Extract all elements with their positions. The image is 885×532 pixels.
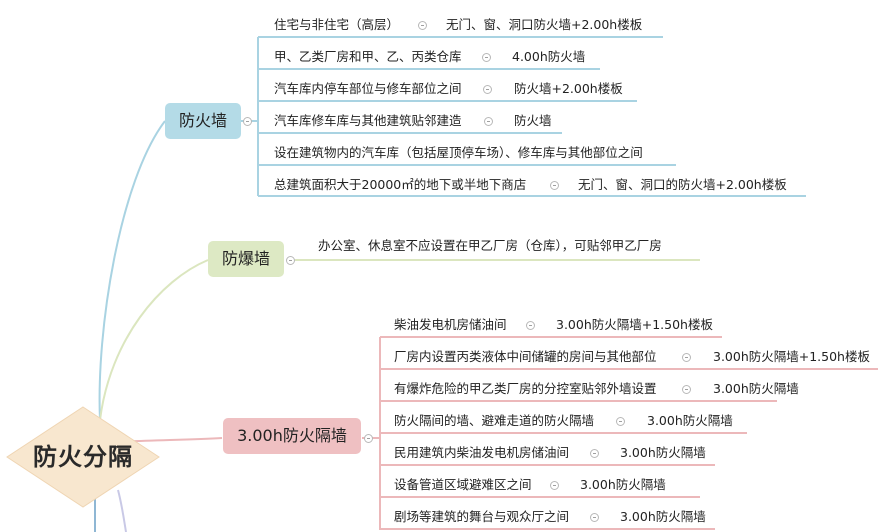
branch-firewall[interactable]: 防火墙 xyxy=(165,103,241,139)
collapse-toggle-partition-item-4[interactable] xyxy=(616,417,625,426)
collapse-toggle-firewall-item-2[interactable] xyxy=(482,53,491,62)
branch-3h-fire-partition-label: 3.00h防火隔墙 xyxy=(237,426,347,445)
collapse-toggle-partition-item-5[interactable] xyxy=(590,449,599,458)
branch-blast-wall[interactable]: 防爆墙 xyxy=(208,241,284,277)
firewall-item-6[interactable]: 总建筑面积大于20000㎡的地下或半地下商店 xyxy=(274,177,527,192)
branch-3h-fire-partition[interactable]: 3.00h防火隔墙 xyxy=(223,418,361,454)
partition-item-5-value[interactable]: 3.00h防火隔墙 xyxy=(620,445,706,460)
collapse-toggle-partition-item-6[interactable] xyxy=(550,481,559,490)
firewall-item-2[interactable]: 甲、乙类厂房和甲、乙、丙类仓库 xyxy=(274,49,462,64)
firewall-item-5[interactable]: 设在建筑物内的汽车库（包括屋顶停车场）、修车库与其他部位之间 xyxy=(274,145,643,160)
partition-item-1-value[interactable]: 3.00h防火隔墙+1.50h楼板 xyxy=(556,317,713,332)
collapse-toggle-partition-item-3[interactable] xyxy=(682,385,691,394)
branch-blast-wall-label: 防爆墙 xyxy=(221,249,270,268)
partition-item-2[interactable]: 厂房内设置丙类液体中间储罐的房间与其他部位 xyxy=(394,349,657,364)
branch-firewall-label: 防火墙 xyxy=(178,111,227,130)
partition-item-2-value[interactable]: 3.00h防火隔墙+1.50h楼板 xyxy=(713,349,870,364)
collapse-toggle-3h-partition[interactable] xyxy=(364,434,373,443)
partition-item-7[interactable]: 剧场等建筑的舞台与观众厅之间 xyxy=(394,509,570,524)
root-node[interactable]: 防火分隔 xyxy=(5,405,161,509)
firewall-item-1[interactable]: 住宅与非住宅（高层） xyxy=(274,17,400,32)
firewall-item-3-value[interactable]: 防火墙+2.00h楼板 xyxy=(514,81,623,96)
collapse-toggle-blast-wall[interactable] xyxy=(286,256,295,265)
firewall-item-6-value[interactable]: 无门、窗、洞口的防火墙+2.00h楼板 xyxy=(578,177,787,192)
collapse-toggle-partition-item-7[interactable] xyxy=(590,513,599,522)
partition-item-4[interactable]: 防火隔间的墙、避难走道的防火隔墙 xyxy=(394,413,595,428)
partition-item-3[interactable]: 有爆炸危险的甲乙类厂房的分控室贴邻外墙设置 xyxy=(394,381,657,396)
collapse-toggle-firewall-item-1[interactable] xyxy=(418,21,427,30)
collapse-toggle-partition-item-2[interactable] xyxy=(682,353,691,362)
collapse-toggle-firewall-item-6[interactable] xyxy=(550,181,559,190)
collapse-toggle-firewall[interactable] xyxy=(243,117,252,126)
firewall-item-4[interactable]: 汽车库修车库与其他建筑贴邻建造 xyxy=(274,113,462,128)
partition-item-6[interactable]: 设备管道区域避难区之间 xyxy=(394,477,532,492)
firewall-item-1-value[interactable]: 无门、窗、洞口防火墙+2.00h楼板 xyxy=(446,17,643,32)
root-label: 防火分隔 xyxy=(33,443,133,471)
partition-item-1[interactable]: 柴油发电机房储油间 xyxy=(394,317,507,332)
collapse-toggle-firewall-item-3[interactable] xyxy=(483,85,492,94)
partition-item-5[interactable]: 民用建筑内柴油发电机房储油间 xyxy=(394,445,570,460)
blast-wall-item-1[interactable]: 办公室、休息室不应设置在甲乙厂房（仓库），可贴邻甲乙厂房 xyxy=(318,238,662,253)
firewall-item-2-value[interactable]: 4.00h防火墙 xyxy=(512,49,586,64)
partition-item-7-value[interactable]: 3.00h防火隔墙 xyxy=(620,509,706,524)
root-diamond-shape xyxy=(6,406,160,508)
partition-item-4-value[interactable]: 3.00h防火隔墙 xyxy=(647,413,733,428)
partition-item-6-value[interactable]: 3.00h防火隔墙 xyxy=(580,477,666,492)
partition-item-3-value[interactable]: 3.00h防火隔墙 xyxy=(713,381,799,396)
collapse-toggle-firewall-item-4[interactable] xyxy=(484,117,493,126)
firewall-item-3[interactable]: 汽车库内停车部位与修车部位之间 xyxy=(274,81,462,96)
firewall-item-4-value[interactable]: 防火墙 xyxy=(514,113,552,128)
collapse-toggle-partition-item-1[interactable] xyxy=(526,321,535,330)
